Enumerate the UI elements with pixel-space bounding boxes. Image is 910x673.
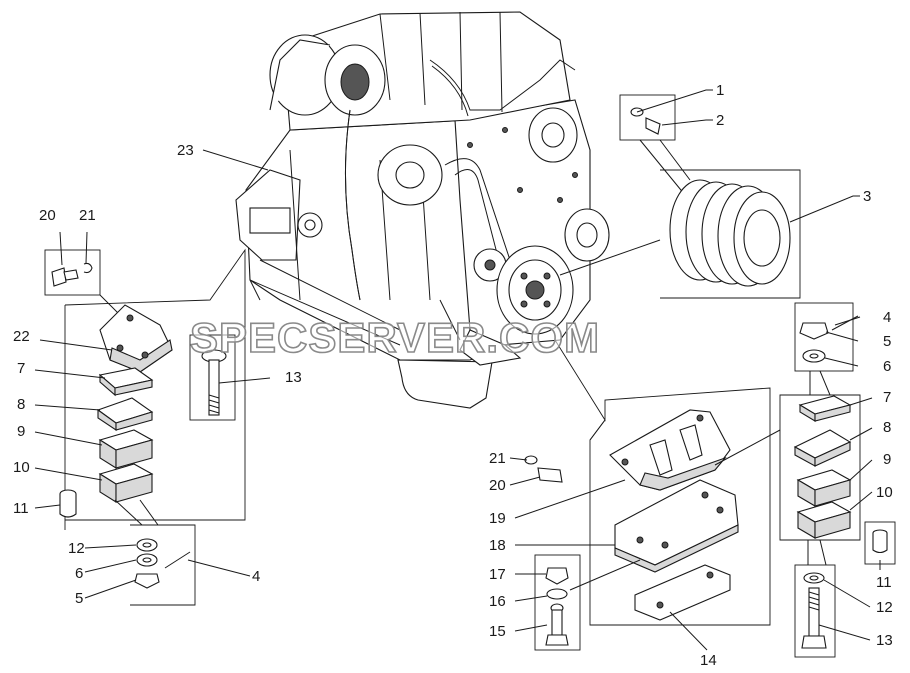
callout-8-right: 8 — [883, 419, 891, 436]
callout-2: 2 — [716, 112, 724, 129]
callout-19: 19 — [489, 510, 506, 527]
callout-1: 1 — [716, 82, 724, 99]
callout-5-right: 5 — [883, 333, 891, 350]
callout-3: 3 — [863, 188, 871, 205]
callout-11-left: 11 — [13, 500, 29, 517]
callout-15: 15 — [489, 623, 506, 640]
callout-6-right: 6 — [883, 358, 891, 375]
callout-20-left: 20 — [39, 207, 56, 224]
callout-9-left: 9 — [17, 423, 25, 440]
callout-4-left: 4 — [252, 568, 260, 585]
leader-lines — [34, 89, 881, 651]
callout-17: 17 — [489, 566, 506, 583]
right-mount-stack — [714, 302, 896, 658]
front-mount-group — [524, 339, 771, 651]
callout-14: 14 — [700, 652, 717, 669]
callout-13-right: 13 — [876, 632, 893, 649]
callout-7-left: 7 — [17, 360, 25, 377]
rear-mount-stack — [44, 248, 246, 606]
callout-13-left: 13 — [285, 369, 302, 386]
callout-6-left: 6 — [75, 565, 83, 582]
callout-21-right: 21 — [489, 450, 506, 467]
callout-10-right: 10 — [876, 484, 893, 501]
pulley-group — [559, 94, 801, 299]
callout-9-right: 9 — [883, 451, 891, 468]
callout-18: 18 — [489, 537, 506, 554]
callout-22: 22 — [13, 328, 30, 345]
watermark-text: SPECSERVER.COM — [190, 314, 600, 361]
engine-assembly — [235, 11, 610, 409]
callout-7-right: 7 — [883, 389, 891, 406]
callout-labels: 1 2 3 23 20 21 22 7 8 9 10 11 13 12 6 5 … — [13, 82, 893, 669]
callout-12-right: 12 — [876, 599, 893, 616]
bolt-part-2 — [645, 117, 661, 135]
callout-12-left: 12 — [68, 540, 85, 557]
v-belt-pulley-part-3 — [669, 179, 791, 287]
callout-8-left: 8 — [17, 396, 25, 413]
callout-16: 16 — [489, 593, 506, 610]
callout-21-left: 21 — [79, 207, 96, 224]
callout-20-right: 20 — [489, 477, 506, 494]
callout-11-right: 11 — [876, 574, 892, 591]
callout-5-left: 5 — [75, 590, 83, 607]
callout-4-right: 4 — [883, 309, 891, 326]
callout-10-left: 10 — [13, 459, 30, 476]
callout-23: 23 — [177, 142, 194, 159]
